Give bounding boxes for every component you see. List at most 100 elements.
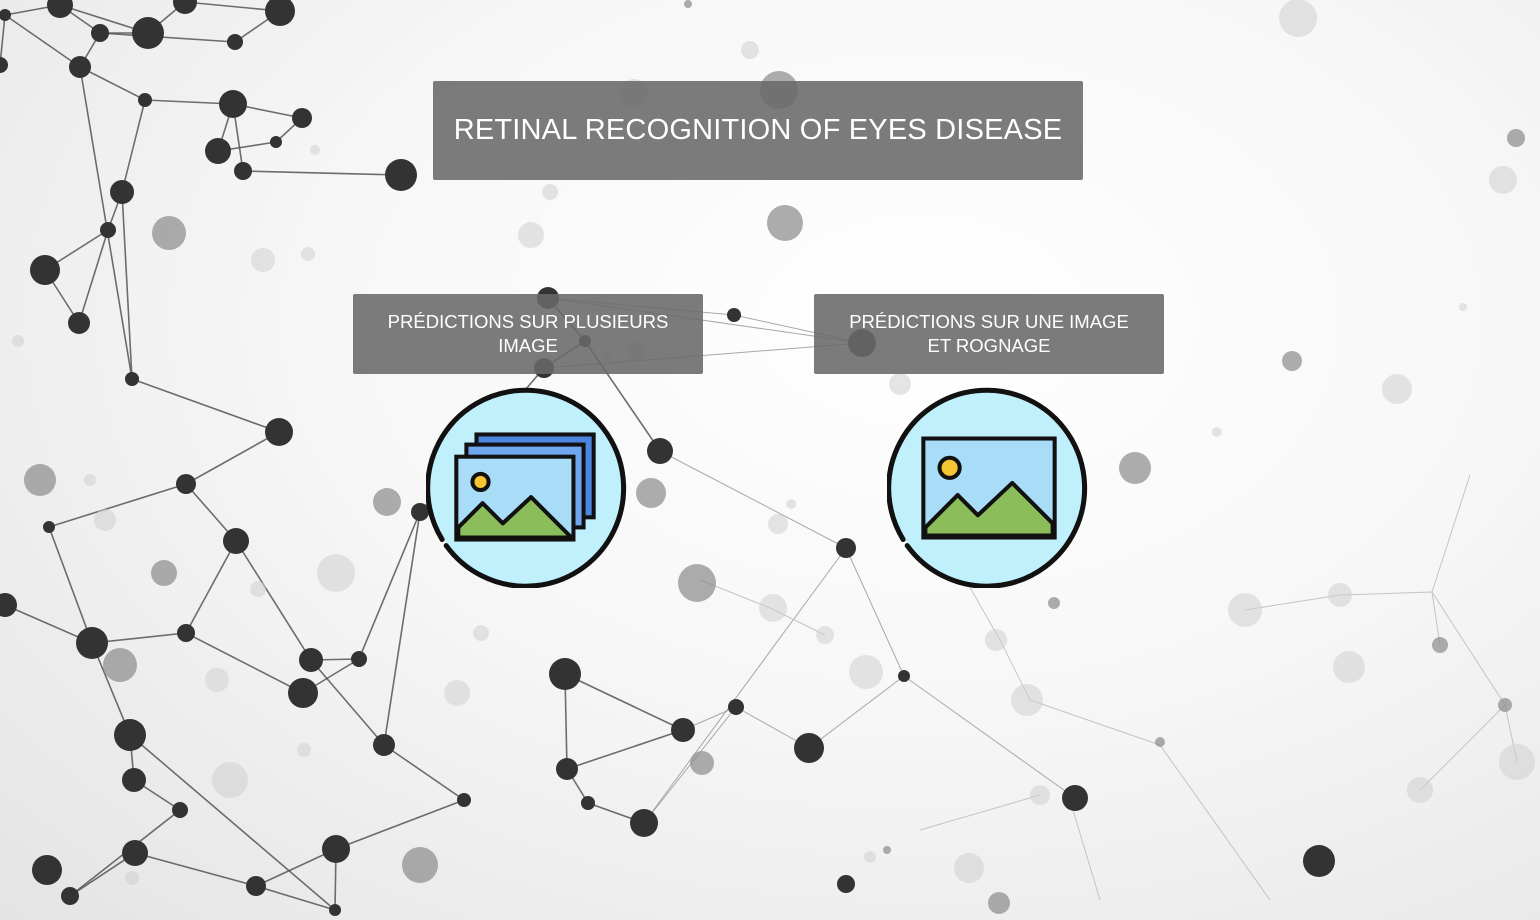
network-edge — [1029, 699, 1161, 746]
network-node — [227, 34, 243, 50]
network-node — [0, 9, 11, 21]
network-node — [132, 17, 164, 49]
network-node — [556, 758, 578, 780]
network-edge — [383, 744, 465, 801]
single-image-crop-prediction-button[interactable]: PRÉDICTIONS SUR UNE IMAGE ET ROGNAGE — [814, 294, 1164, 374]
network-node — [47, 0, 73, 18]
network-node — [1333, 651, 1365, 683]
network-node — [988, 892, 1010, 914]
network-node — [103, 648, 137, 682]
network-node — [138, 93, 152, 107]
network-edge — [48, 526, 93, 644]
network-node — [849, 655, 883, 689]
single-image-icon[interactable] — [887, 386, 1089, 588]
network-edge — [564, 673, 684, 731]
network-node — [265, 418, 293, 446]
single-image-label-line2: ET ROGNAGE — [927, 335, 1051, 356]
network-node — [122, 768, 146, 792]
network-edge — [121, 191, 133, 380]
network-node — [518, 222, 544, 248]
network-node — [767, 205, 803, 241]
page-title: RETINAL RECOGNITION OF EYES DISEASE — [433, 81, 1083, 180]
network-node — [265, 0, 295, 26]
network-node — [212, 762, 248, 798]
network-edge — [358, 511, 421, 660]
network-node — [299, 648, 323, 672]
multiple-images-icon[interactable] — [426, 386, 628, 588]
network-edge — [185, 431, 280, 485]
network-node — [768, 514, 788, 534]
network-node — [1382, 374, 1412, 404]
network-node — [270, 136, 282, 148]
network-node — [1498, 698, 1512, 712]
network-node — [297, 743, 311, 757]
network-node — [0, 57, 8, 73]
network-node — [310, 145, 320, 155]
network-edge — [91, 642, 131, 736]
network-edge — [78, 229, 109, 324]
network-node — [985, 629, 1007, 651]
network-node — [152, 216, 186, 250]
network-edge — [1419, 704, 1506, 791]
network-node — [205, 138, 231, 164]
network-node — [786, 499, 796, 509]
network-node — [690, 751, 714, 775]
network-edge — [185, 540, 237, 634]
network-node — [246, 876, 266, 896]
network-edge — [1431, 591, 1441, 646]
network-node — [251, 248, 275, 272]
network-edge — [0, 14, 6, 66]
network-node — [1212, 427, 1222, 437]
network-node — [1303, 845, 1335, 877]
network-node — [94, 509, 116, 531]
network-node — [30, 255, 60, 285]
network-edge — [1431, 474, 1471, 593]
network-edge — [255, 848, 337, 887]
network-node — [636, 478, 666, 508]
network-edge — [1159, 744, 1271, 901]
network-node — [373, 734, 395, 756]
network-edge — [184, 1, 281, 12]
network-node — [1228, 593, 1262, 627]
network-node — [84, 474, 96, 486]
network-node — [1119, 452, 1151, 484]
network-edge — [235, 540, 312, 661]
network-node — [1432, 637, 1448, 653]
network-node — [473, 625, 489, 641]
network-node — [837, 875, 855, 893]
network-node — [329, 904, 341, 916]
network-node — [91, 24, 109, 42]
network-node — [125, 372, 139, 386]
network-node — [1155, 737, 1165, 747]
network-node — [301, 247, 315, 261]
network-node — [373, 488, 401, 516]
network-node — [32, 855, 62, 885]
network-edge — [808, 675, 905, 749]
network-edge — [659, 450, 847, 549]
multiple-image-prediction-button[interactable]: PRÉDICTIONS SUR PLUSIEURS IMAGE — [353, 294, 703, 374]
network-node — [68, 312, 90, 334]
single-image-label-line1: PRÉDICTIONS SUR UNE IMAGE — [849, 311, 1129, 332]
network-node — [1328, 583, 1352, 607]
network-node — [630, 809, 658, 837]
network-edge — [121, 99, 146, 193]
network-node — [836, 538, 856, 558]
network-node — [223, 528, 249, 554]
network-node — [1048, 597, 1060, 609]
network-edge — [1339, 591, 1433, 596]
network-node — [1279, 0, 1317, 37]
network-node — [457, 793, 471, 807]
network-edge — [242, 170, 402, 176]
network-node — [1030, 785, 1050, 805]
network-node — [219, 90, 247, 118]
network-node — [671, 718, 695, 742]
network-edge — [1069, 799, 1101, 901]
network-edge — [134, 852, 257, 887]
network-node — [889, 373, 911, 395]
network-node — [542, 184, 558, 200]
network-node — [76, 627, 108, 659]
network-edge — [1431, 591, 1506, 706]
network-node — [794, 733, 824, 763]
network-node — [205, 668, 229, 692]
